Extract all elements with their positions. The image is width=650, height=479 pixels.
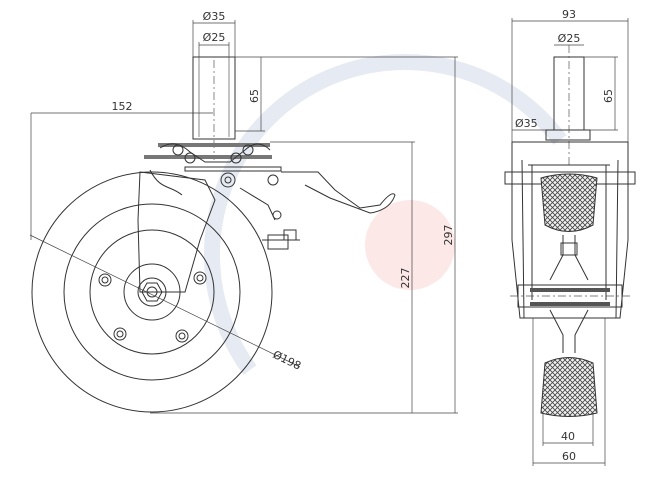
dim-stem-height: 65 xyxy=(248,89,261,103)
swivel-bearing xyxy=(144,143,282,172)
dim-overall-width: 93 xyxy=(562,8,576,21)
dim-plate-height: 227 xyxy=(399,268,412,289)
dim-wheel-width: 60 xyxy=(562,450,576,463)
dimension-lines xyxy=(29,20,458,414)
dim-stem-inner-diameter: Ø25 xyxy=(203,31,226,44)
dim-total-height: 297 xyxy=(442,225,455,246)
dim-offset: 152 xyxy=(112,100,133,113)
watermark xyxy=(204,54,567,375)
dim-tread-width: 40 xyxy=(561,430,575,443)
brake-lever xyxy=(220,171,396,250)
dim-front-stem-outer-diameter: Ø35 xyxy=(515,117,538,130)
side-view: Ø35 Ø25 65 152 227 297 Ø198 xyxy=(29,10,458,414)
front-view: 93 Ø25 65 Ø35 40 60 xyxy=(504,8,636,466)
bolt-icon xyxy=(98,271,207,343)
dim-front-stem-inner-diameter: Ø25 xyxy=(558,32,581,45)
front-dimension-lines xyxy=(511,18,629,466)
dim-front-stem-height: 65 xyxy=(602,89,615,103)
tire-section xyxy=(540,173,598,417)
dim-wheel-diameter: Ø198 xyxy=(271,348,303,373)
dim-stem-outer-diameter: Ø35 xyxy=(203,10,226,23)
wheel xyxy=(31,171,273,413)
